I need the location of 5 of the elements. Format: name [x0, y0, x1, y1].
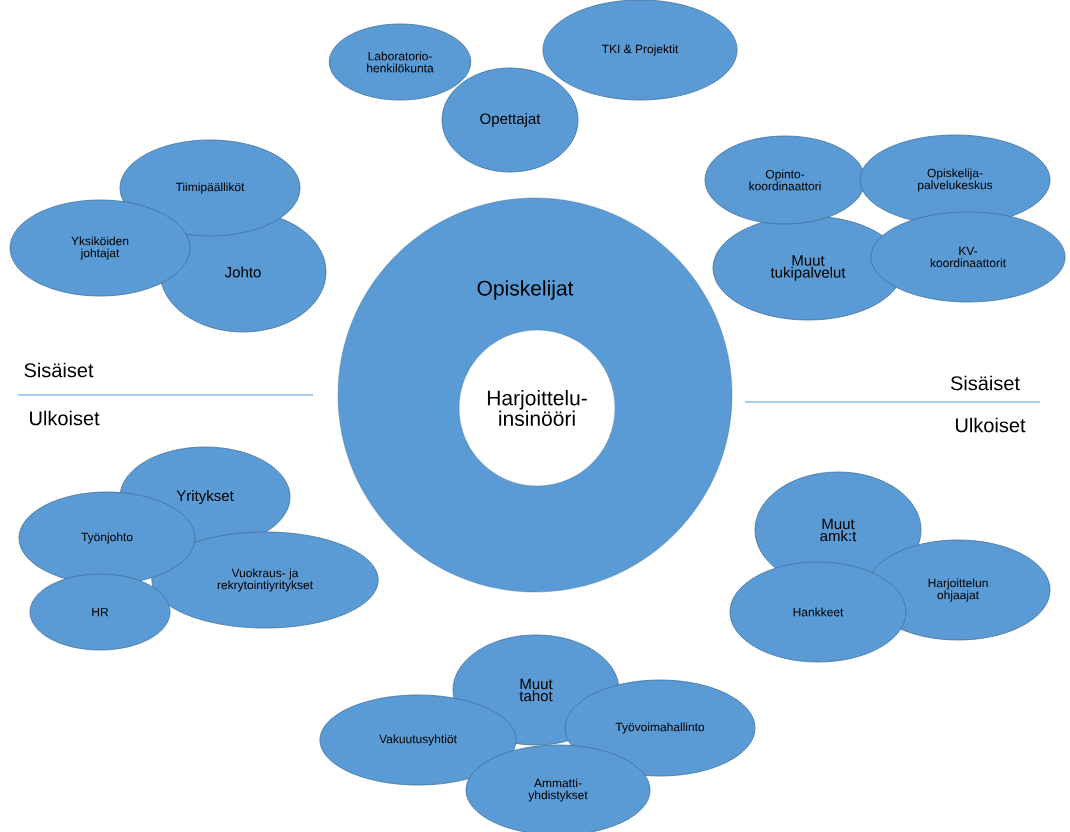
- section-label: Sisäiset: [950, 375, 1020, 391]
- node-label: Ammatti- yhdistykset: [528, 778, 588, 802]
- section-label: Ulkoiset: [30, 410, 100, 426]
- section-label: Sisäiset: [24, 362, 94, 378]
- section-label: Ulkoiset: [956, 417, 1026, 433]
